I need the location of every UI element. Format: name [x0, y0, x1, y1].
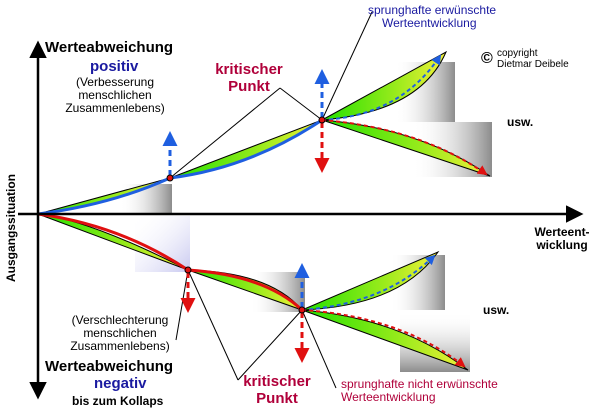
top-positive: positiv: [90, 58, 139, 75]
critical-point-bottom: kritischer Punkt: [243, 373, 311, 407]
bottom-description: (Verschlechterung menschlichen Zusammenl…: [70, 313, 170, 354]
y-axis-label: Ausgangssituation: [4, 173, 18, 282]
jump-undesired-note: sprunghafte nicht erwünschte Werteentwic…: [341, 377, 498, 405]
positive-curve-2: [169, 118, 323, 180]
copyright-text: copyright Dietmar Deibele: [497, 48, 569, 70]
jump-arrows: [162, 69, 330, 363]
usw-top: usw.: [507, 115, 534, 129]
positive-branch-lower: [301, 254, 436, 311]
top-heading: Werteabweichung: [45, 39, 174, 56]
node-point: [298, 306, 306, 314]
negative-curve-1: [37, 212, 189, 272]
node-point: [318, 116, 326, 124]
x-axis-label: Werteent- wicklung: [534, 225, 590, 253]
bottom-heading: Werteabweichung: [45, 358, 174, 375]
node-point: [184, 266, 192, 274]
negative-branch-upper: [321, 119, 488, 176]
critical-point-top: kritischer Punkt: [215, 61, 283, 95]
positive-curve-1: [37, 176, 171, 216]
jump-desired-note: sprunghafte erwünschte Werteentwicklung: [368, 3, 497, 31]
usw-bottom: usw.: [483, 303, 510, 317]
bottom-negative: negativ: [94, 375, 147, 392]
bottom-collapse: bis zum Kollaps: [72, 394, 164, 408]
positive-curve-3: [321, 54, 442, 121]
top-description: (Verbesserung menschlichen Zusammenleben…: [65, 75, 165, 116]
leader-lines: [169, 11, 373, 389]
copyright-icon: ©: [481, 50, 493, 67]
negative-curve-2: [187, 268, 304, 312]
negative-curve-3: [301, 309, 466, 368]
node-point: [166, 174, 174, 182]
fan-upper-2: [169, 119, 323, 179]
